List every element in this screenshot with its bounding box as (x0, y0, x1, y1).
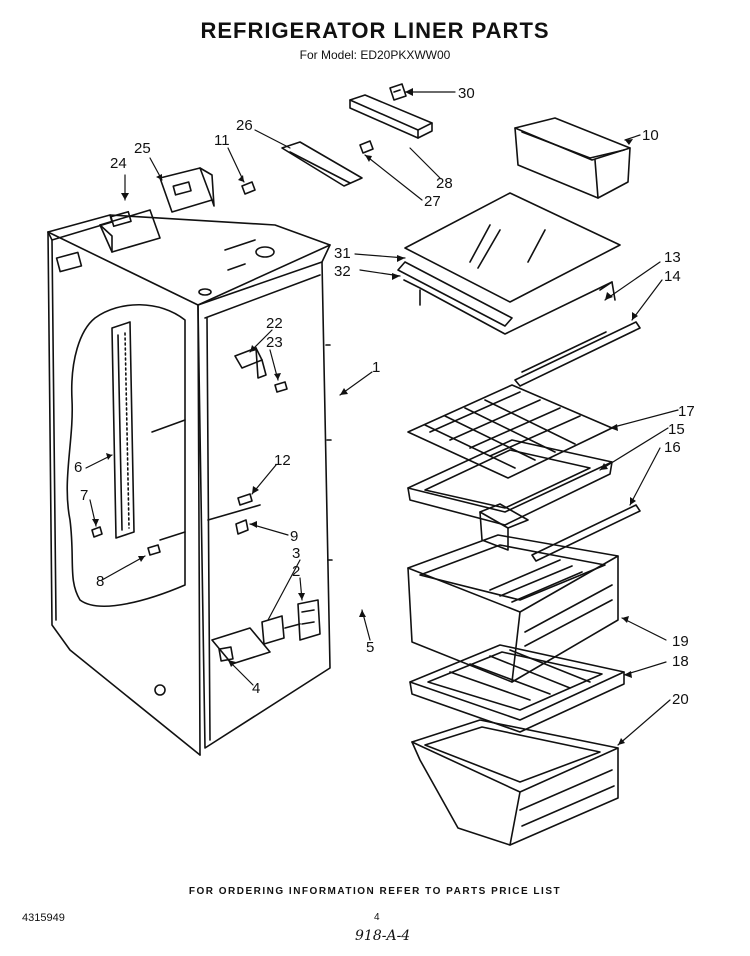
callout-25: 25 (134, 140, 151, 157)
callout-24: 24 (110, 155, 127, 172)
crisper-cover (409, 644, 625, 733)
dairy-bin (514, 117, 631, 199)
callout-8: 8 (96, 573, 104, 590)
document-number: 4315949 (22, 912, 65, 924)
ordering-note: FOR ORDERING INFORMATION REFER TO PARTS … (188, 886, 562, 897)
callout-17: 17 (678, 403, 695, 420)
callout-18: 18 (672, 653, 689, 670)
callout-4: 4 (252, 680, 260, 697)
callout-5: 5 (366, 639, 374, 656)
liner-cabinet (47, 214, 333, 756)
callout-1: 1 (372, 359, 380, 376)
callout-31: 31 (334, 245, 351, 262)
callout-23: 23 (266, 334, 283, 351)
callout-2: 2 (292, 563, 300, 580)
callout-28: 28 (436, 175, 453, 192)
top-parts (99, 83, 433, 253)
wire-shelf (407, 384, 641, 562)
callout-13: 13 (664, 249, 681, 266)
crisper-drawer (407, 534, 619, 683)
glass-shelf (397, 192, 641, 387)
page-title: REFRIGERATOR LINER PARTS (200, 18, 550, 43)
callout-14: 14 (664, 268, 681, 285)
page-number: 4 (374, 912, 380, 923)
callout-32: 32 (334, 263, 351, 280)
callout-labels: 30 26 11 25 24 10 28 27 31 32 13 14 22 2… (74, 85, 695, 708)
callout-20: 20 (672, 691, 689, 708)
callout-3: 3 (292, 545, 300, 562)
callout-9: 9 (290, 528, 298, 545)
model-subtitle: For Model: ED20PKXWW00 (299, 48, 451, 62)
handwritten-note: 918-A-4 (355, 928, 411, 944)
callout-30: 30 (458, 85, 475, 102)
callout-22: 22 (266, 315, 283, 332)
arrowheads (92, 88, 638, 745)
callout-19: 19 (672, 633, 689, 650)
callout-27: 27 (424, 193, 441, 210)
leader-lines (85, 91, 679, 746)
callout-7: 7 (80, 487, 88, 504)
callout-16: 16 (664, 439, 681, 456)
meat-drawer (411, 719, 619, 846)
callout-11: 11 (214, 132, 230, 149)
callout-12: 12 (274, 452, 291, 469)
callout-6: 6 (74, 459, 82, 476)
callout-26: 26 (236, 117, 253, 134)
callout-15: 15 (668, 421, 685, 438)
callout-10: 10 (642, 127, 659, 144)
